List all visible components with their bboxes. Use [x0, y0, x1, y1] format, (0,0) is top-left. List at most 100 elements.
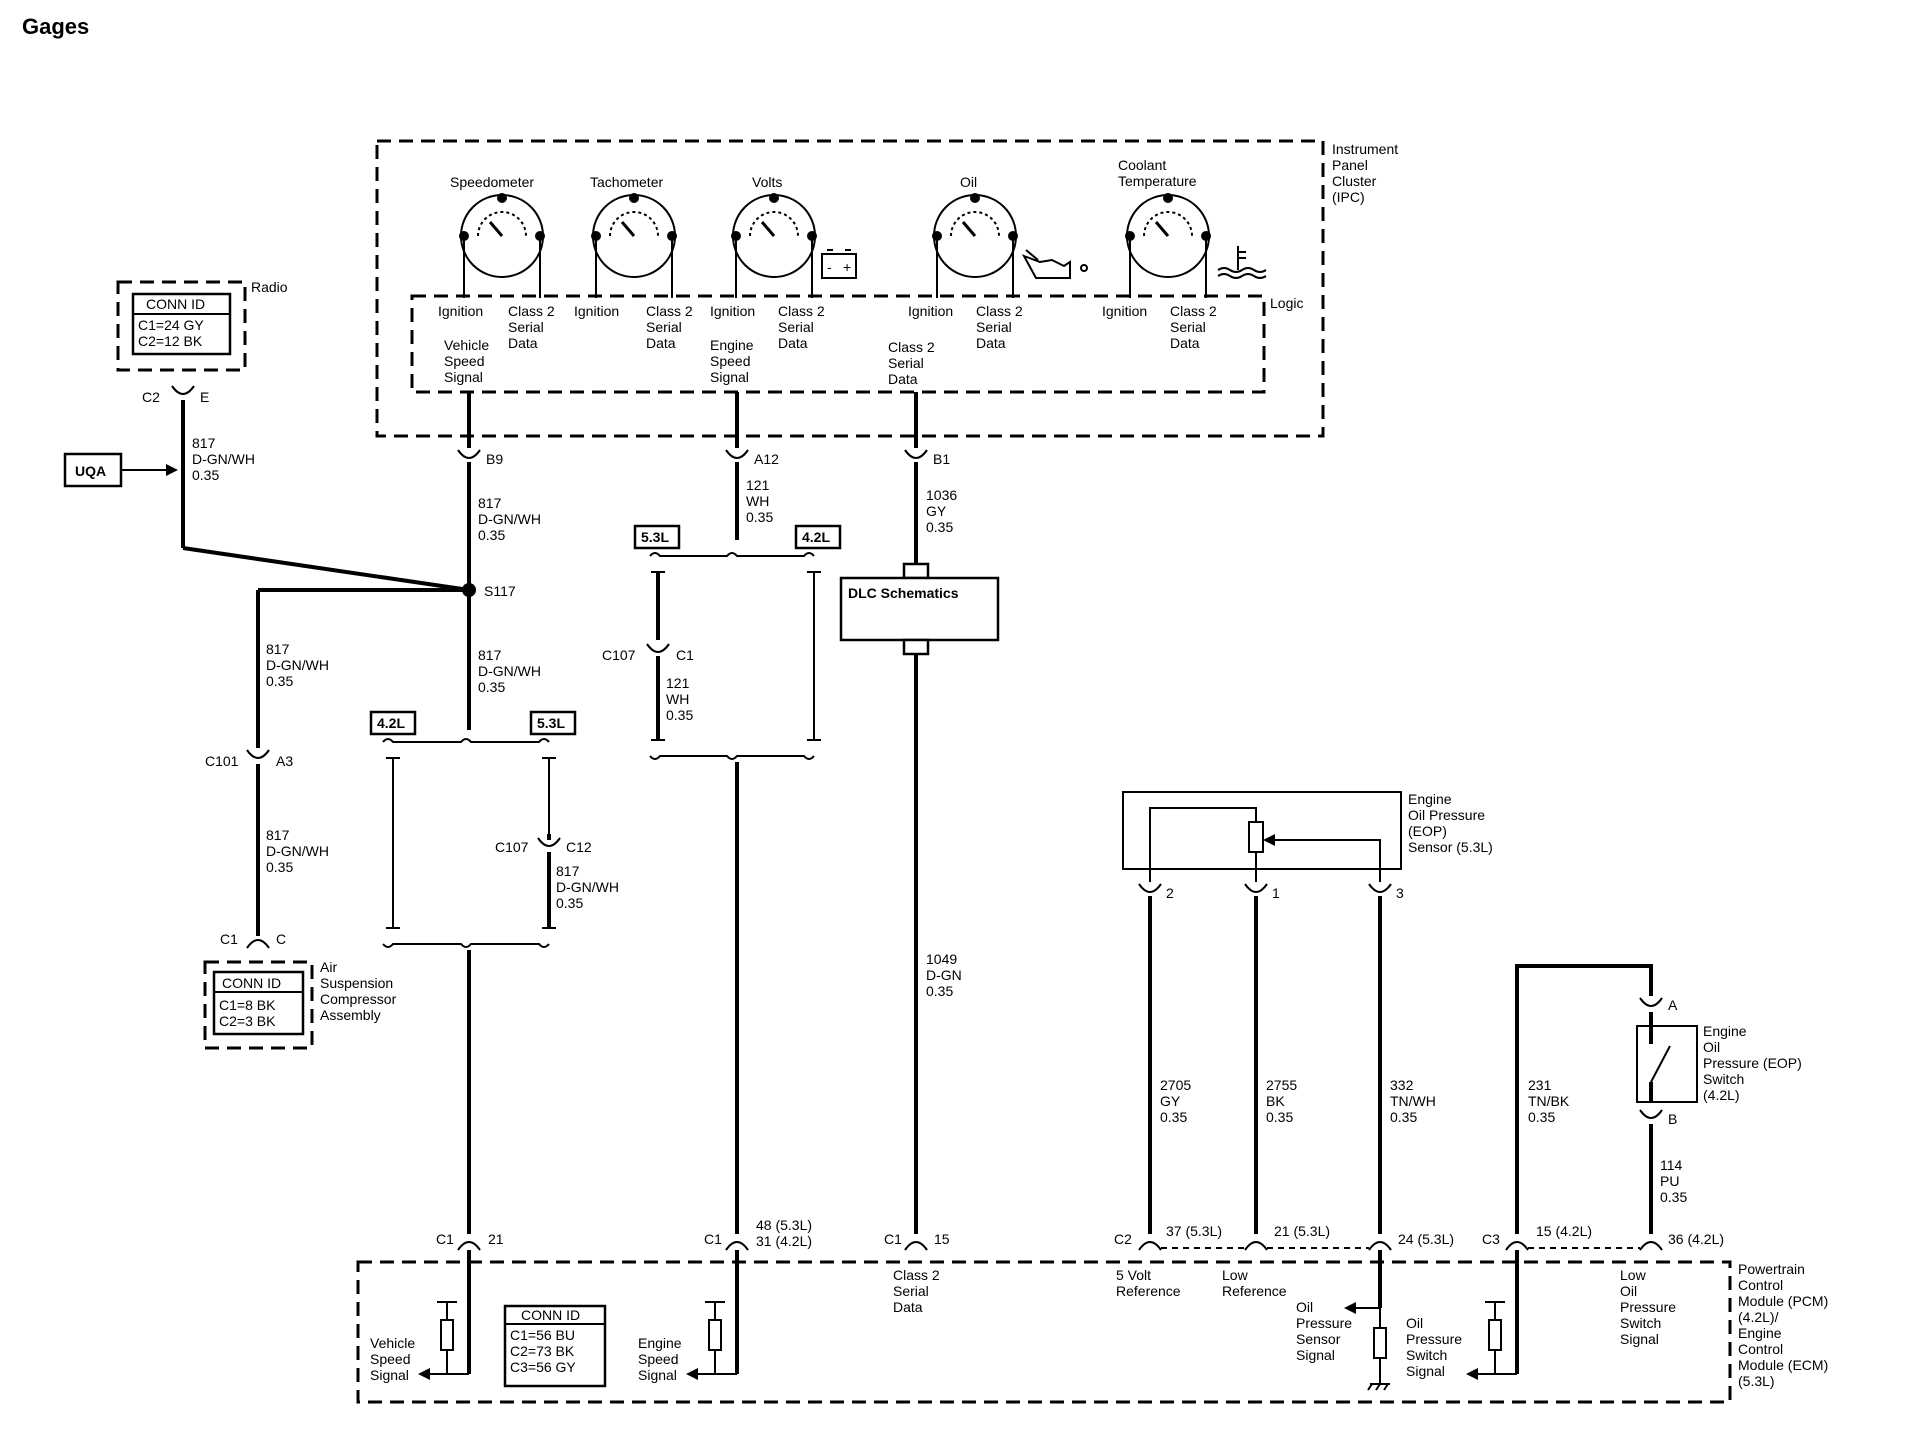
svg-text:Speed: Speed [638, 1351, 678, 1367]
air-c1: C1=8 BK [219, 997, 276, 1013]
option-42-a: 4.2L [377, 715, 405, 731]
svg-text:A3: A3 [276, 753, 293, 769]
svg-text:21 (5.3L): 21 (5.3L) [1274, 1223, 1330, 1239]
oil-can-icon [1021, 249, 1088, 279]
svg-text:121: 121 [666, 675, 690, 691]
radio-wire-label: 817 D-GN/WH 0.35 [192, 435, 255, 483]
svg-text:0.35: 0.35 [926, 519, 953, 535]
svg-text:0.35: 0.35 [746, 509, 773, 525]
svg-text:B: B [1668, 1111, 1677, 1127]
gauge-name-1: Coolant [1118, 157, 1166, 173]
svg-text:TN/BK: TN/BK [1528, 1093, 1570, 1109]
svg-text:0.35: 0.35 [666, 707, 693, 723]
label-vss-2: Speed [444, 353, 484, 369]
label-vss-3: Signal [444, 369, 483, 385]
option-53-a: 5.3L [537, 715, 565, 731]
svg-text:CONN ID: CONN ID [521, 1307, 580, 1323]
svg-text:1: 1 [1272, 885, 1280, 901]
connector-c107-c1: C107 C1 [602, 643, 694, 663]
ipc-label-2: Panel [1332, 157, 1368, 173]
left-branch-wire-label: 817 D-GN/WH 0.35 [266, 641, 329, 689]
svg-text:A: A [1668, 997, 1678, 1013]
svg-text:C1=56 BU: C1=56 BU [510, 1327, 575, 1343]
svg-text:C107: C107 [602, 647, 636, 663]
coolant-icon [1217, 246, 1267, 279]
svg-text:Engine: Engine [1738, 1325, 1782, 1341]
label-cl2-3c: Data [778, 335, 808, 351]
eop-switch-label-2: Oil [1703, 1039, 1720, 1055]
eop-switch-label-5: (4.2L) [1703, 1087, 1740, 1103]
svg-text:Serial: Serial [893, 1283, 929, 1299]
svg-text:Oil: Oil [1406, 1315, 1423, 1331]
ipc-label-1: Instrument [1332, 141, 1398, 157]
svg-text:C2=73 BK: C2=73 BK [510, 1343, 575, 1359]
svg-text:Signal: Signal [1296, 1347, 1335, 1363]
eop-switch-conn-a: A [1639, 997, 1678, 1013]
dlc-wire-label: 1049 D-GN 0.35 [926, 951, 962, 999]
svg-text:31 (4.2L): 31 (4.2L) [756, 1233, 812, 1249]
svg-text:817: 817 [478, 495, 502, 511]
svg-text:Speed: Speed [370, 1351, 410, 1367]
pcm-label: Powertrain Control Module (PCM) (4.2L)/ … [1738, 1261, 1828, 1389]
s117-wire-label: 817 D-GN/WH 0.35 [478, 647, 541, 695]
switch-wire-labels: 231 TN/BK 0.35 114 PU 0.35 [1528, 1077, 1687, 1205]
pcm-c3-pins: C3 15 (4.2L) 36 (4.2L) [1482, 1223, 1724, 1251]
b1-wire-label: 1036 GY 0.35 [926, 487, 957, 535]
svg-text:C101: C101 [205, 753, 239, 769]
svg-text:Reference: Reference [1222, 1283, 1287, 1299]
svg-text:817: 817 [556, 863, 580, 879]
gauge-coolant-temperature: Coolant Temperature [1118, 157, 1267, 298]
battery-icon: -+ [821, 249, 857, 279]
svg-text:0.35: 0.35 [1660, 1189, 1687, 1205]
gauge-name-2: Temperature [1118, 173, 1197, 189]
air-label-1: Air [320, 959, 337, 975]
svg-text:24 (5.3L): 24 (5.3L) [1398, 1231, 1454, 1247]
eop-sensor-box [1122, 791, 1402, 870]
svg-text:37 (5.3L): 37 (5.3L) [1166, 1223, 1222, 1239]
c101-wire-label: 817 D-GN/WH 0.35 [266, 827, 329, 875]
radio-label: Radio [251, 279, 288, 295]
pcm-label-lowoil: Low Oil Pressure Switch Signal [1620, 1267, 1676, 1347]
svg-text:BK: BK [1266, 1093, 1285, 1109]
ipc-terminal-labels: Ignition Class 2 Serial Data Ignition Cl… [438, 303, 1217, 387]
uqa-label: UQA [75, 463, 106, 479]
radio-pin: E [200, 389, 209, 405]
svg-text:Engine: Engine [638, 1335, 682, 1351]
uqa-box [63, 452, 123, 488]
option-53-b: 5.3L [641, 529, 669, 545]
svg-text:Sensor: Sensor [1296, 1331, 1341, 1347]
svg-text:GY: GY [1160, 1093, 1181, 1109]
svg-text:15 (4.2L): 15 (4.2L) [1536, 1223, 1592, 1239]
eop-switch-label-3: Pressure (EOP) [1703, 1055, 1802, 1071]
svg-text:817: 817 [266, 827, 290, 843]
svg-text:2705: 2705 [1160, 1077, 1191, 1093]
option-42-b: 4.2L [802, 529, 830, 545]
svg-text:Pressure: Pressure [1296, 1315, 1352, 1331]
svg-text:D-GN/WH: D-GN/WH [478, 511, 541, 527]
gauge-volts: Volts -+ [731, 174, 857, 298]
svg-text:1036: 1036 [926, 487, 957, 503]
svg-text:0.35: 0.35 [266, 859, 293, 875]
svg-text:WH: WH [746, 493, 769, 509]
gauge-oil: Oil [932, 174, 1088, 298]
air-box [203, 960, 314, 1050]
label-cl2-1b: Serial [508, 319, 544, 335]
pcm-label-ops: Oil Pressure Sensor Signal [1296, 1299, 1352, 1363]
gauge-name: Oil [960, 174, 977, 190]
svg-text:Oil: Oil [1620, 1283, 1637, 1299]
pin-a12: A12 [754, 451, 779, 467]
label-cl2-5c: Data [1170, 335, 1200, 351]
svg-text:21: 21 [488, 1231, 504, 1247]
splice-label: S117 [484, 583, 516, 599]
air-label-2: Suspension [320, 975, 393, 991]
svg-text:Pressure: Pressure [1406, 1331, 1462, 1347]
label-cl2-3a: Class 2 [778, 303, 825, 319]
svg-text:0.35: 0.35 [478, 679, 505, 695]
pcm-label-opsw: Oil Pressure Switch Signal [1406, 1315, 1462, 1379]
svg-text:1049: 1049 [926, 951, 957, 967]
gauge-name: Volts [752, 174, 782, 190]
svg-text:C1: C1 [704, 1231, 722, 1247]
pin-b9: B9 [486, 451, 503, 467]
svg-text:Switch: Switch [1620, 1315, 1661, 1331]
